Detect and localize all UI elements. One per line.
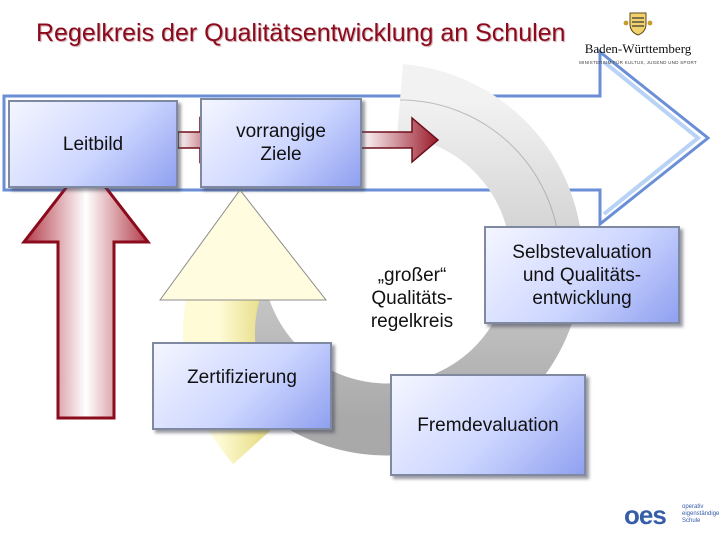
node-leitbild: Leitbild: [8, 100, 178, 188]
slide-title: Regelkreis der Qualitätsentwicklung an S…: [36, 19, 566, 47]
node-fremdevaluation: Fremdevaluation: [390, 374, 586, 476]
logo-name: Baden-Württemberg: [584, 41, 692, 56]
ministry-logo: Baden-Württemberg MINISTERIUM FÜR KULTUS…: [568, 10, 708, 65]
oes-subtext: operativ eigenständige Schule: [682, 504, 720, 524]
node-zertifizierung-label: Zertifizierung: [187, 367, 297, 388]
node-leitbild-label: Leitbild: [62, 133, 124, 155]
big-red-arrow: [20, 159, 152, 420]
center-label: „großer“ Qualitäts- regelkreis: [370, 265, 454, 332]
oes-logo: oes operativ eigenständige Schule: [624, 500, 719, 530]
coat-of-arms-icon: [623, 12, 653, 36]
arrow-ziele-to-loop: [359, 116, 440, 164]
node-selbstevaluation-label: Selbstevaluation und Qualitäts- entwickl…: [512, 241, 652, 309]
node-ziele: vorrangige Ziele: [200, 98, 362, 188]
node-zertifizierung: Zertifizierung: [152, 342, 332, 430]
node-fremdevaluation-label: Fremdevaluation: [417, 414, 559, 436]
node-selbstevaluation: Selbstevaluation und Qualitäts- entwickl…: [484, 226, 680, 324]
node-ziele-label: vorrangige Ziele: [236, 121, 326, 165]
oes-wordmark: oes: [624, 500, 667, 530]
logo-subtitle: MINISTERIUM FÜR KULTUS, JUGEND UND SPORT: [579, 60, 697, 65]
